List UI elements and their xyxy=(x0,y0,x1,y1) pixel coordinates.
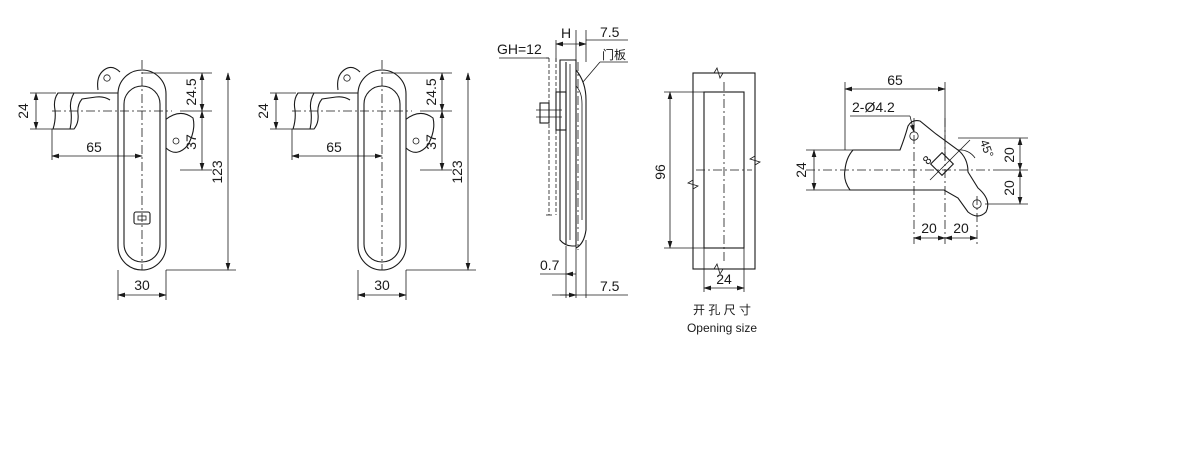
mechanism xyxy=(539,102,550,124)
dim-reach-65: 65 xyxy=(86,139,102,155)
dim-offset-bottom-20: 20 xyxy=(1001,180,1017,196)
dim-top-24-5: 24.5 xyxy=(183,78,199,105)
dim-x1-20: 20 xyxy=(921,220,937,236)
dim-hole-37-b: 37 xyxy=(423,134,439,150)
side-view: GH=12 H 7.5 门板 0.7 7.5 xyxy=(497,24,628,298)
opening-view: 96 24 开 孔 尺 寸 Opening size xyxy=(652,67,761,335)
handle-outline xyxy=(51,59,195,271)
dim-height-24-b: 24 xyxy=(255,103,271,119)
dim-hole-37: 37 xyxy=(183,134,199,150)
dim-thickness-7-5-top: 7.5 xyxy=(600,24,620,40)
caption-en: Opening size xyxy=(687,321,757,335)
dim-width-30: 30 xyxy=(134,277,150,293)
keyhole-slot xyxy=(137,215,147,221)
square-drive xyxy=(929,151,955,177)
dim-top-24-5-b: 24.5 xyxy=(423,78,439,105)
dim-angle-45: 45° xyxy=(977,138,996,160)
dim-offset-top-20: 20 xyxy=(1001,147,1017,163)
dim-holes-2-d4-2: 2-Ø4.2 xyxy=(852,99,895,115)
caption-cn: 开 孔 尺 寸 xyxy=(693,303,751,317)
door-panel-label: 门板 xyxy=(602,47,626,62)
dim-cam-length-65: 65 xyxy=(887,72,903,88)
dim-gh-12: GH=12 xyxy=(497,41,542,57)
cam-view: 65 2-Ø4.2 8 45° 20 20 24 20 20 xyxy=(793,72,1028,244)
handle-side xyxy=(559,59,577,247)
keyhole xyxy=(133,211,151,225)
front-view-2: 24 65 24.5 37 123 30 xyxy=(255,59,476,300)
dim-reach-65-b: 65 xyxy=(326,139,342,155)
dim-height-24: 24 xyxy=(15,103,31,119)
handle-outline-2 xyxy=(291,59,435,271)
dim-x2-20: 20 xyxy=(953,220,969,236)
panel-outline xyxy=(692,72,756,270)
dim-opening-width-24: 24 xyxy=(716,271,732,287)
dim-width-30-b: 30 xyxy=(374,277,390,293)
dim-h: H xyxy=(561,25,571,41)
dim-total-123: 123 xyxy=(209,160,225,184)
dim-gap-0-7: 0.7 xyxy=(540,257,560,273)
cam-outline xyxy=(844,120,989,217)
front-view-1: 24 65 24.5 37 123 30 xyxy=(15,59,236,300)
dim-thickness-7-5-bottom: 7.5 xyxy=(600,278,620,294)
dim-opening-height-96: 96 xyxy=(652,164,668,180)
dim-cam-height-24: 24 xyxy=(793,162,809,178)
dim-total-123-b: 123 xyxy=(449,160,465,184)
